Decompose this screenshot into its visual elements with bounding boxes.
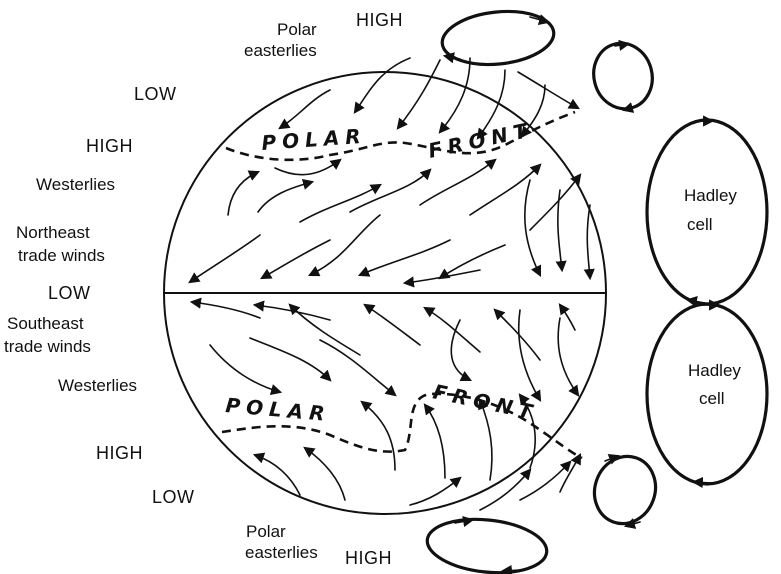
label-high-top: HIGH — [356, 10, 403, 30]
label-polar-easterlies-bottom-1: Polar — [246, 522, 286, 541]
label-polar-easterlies-top-2: easterlies — [244, 41, 317, 60]
label-high-south: HIGH — [96, 443, 143, 463]
south-front-text-polar: POLAR — [225, 393, 332, 426]
label-high-bottom: HIGH — [345, 548, 392, 568]
north-hadley-cell — [647, 120, 767, 304]
label-high-north: HIGH — [86, 136, 133, 156]
north-polar-cell — [440, 6, 557, 69]
label-northeast-trade-1: Northeast — [16, 223, 90, 242]
label-north-hadley-2: cell — [687, 215, 713, 234]
label-southeast-trade-1: Southeast — [7, 314, 84, 333]
label-polar-easterlies-bottom-2: easterlies — [245, 543, 318, 562]
south-polar-cell — [425, 514, 550, 574]
label-northeast-trade-2: trade winds — [18, 246, 105, 265]
label-low-equator: LOW — [48, 283, 91, 303]
label-north-hadley-1: Hadley — [684, 186, 737, 205]
label-south-hadley-1: Hadley — [688, 361, 741, 380]
label-south-hadley-2: cell — [699, 389, 725, 408]
label-low-north: LOW — [134, 84, 177, 104]
label-southeast-trade-2: trade winds — [4, 337, 91, 356]
north-wind-arrows — [190, 58, 590, 283]
label-polar-easterlies-top-1: Polar — [277, 20, 317, 39]
label-westerlies-south: Westerlies — [58, 376, 137, 395]
north-front-text-front: FRONT — [426, 117, 535, 163]
label-low-south: LOW — [152, 487, 195, 507]
label-westerlies-north: Westerlies — [36, 175, 115, 194]
south-ferrel-cell — [585, 448, 665, 532]
north-ferrel-cell — [586, 37, 659, 116]
